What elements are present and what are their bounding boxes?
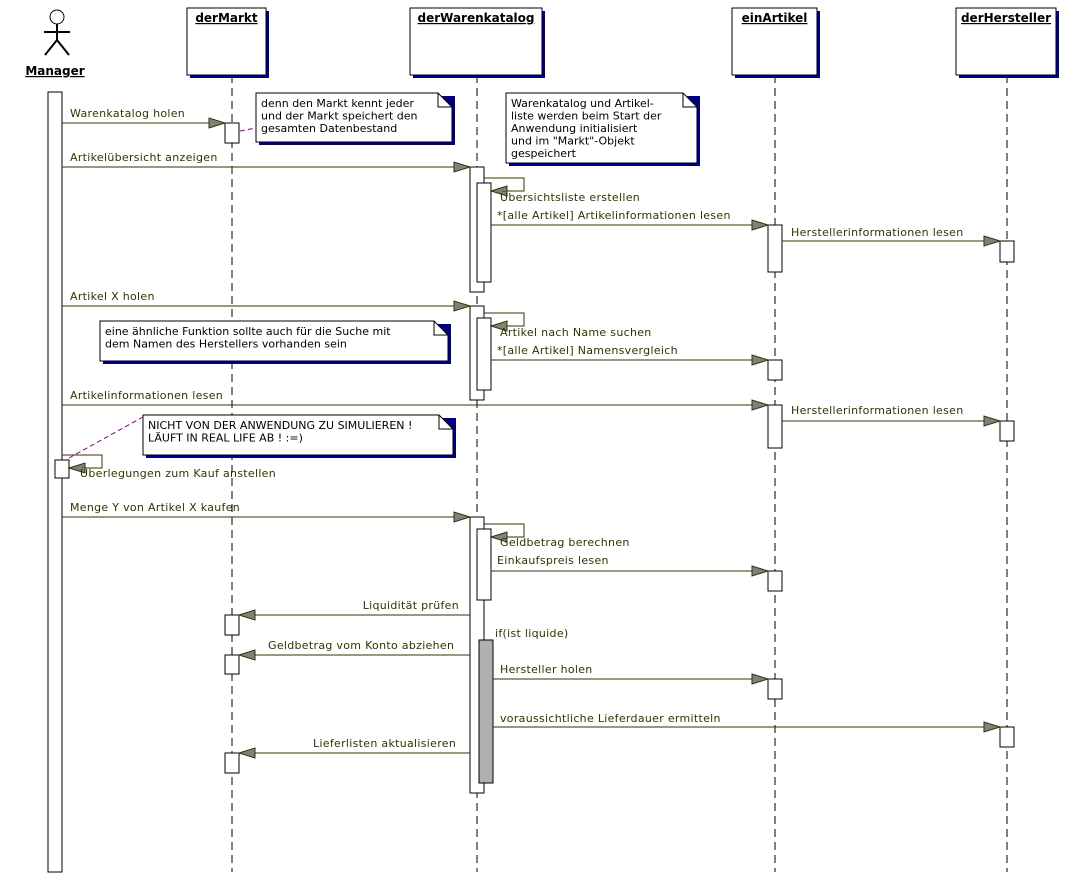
note-text: und der Markt speichert den bbox=[261, 110, 418, 123]
activation-bar bbox=[999, 240, 1015, 263]
arrowhead-icon bbox=[751, 399, 770, 411]
note-text: NICHT VON DER ANWENDUNG ZU SIMULIEREN ! bbox=[148, 419, 412, 432]
activation-bar bbox=[476, 528, 492, 601]
actor-head-icon bbox=[49, 9, 65, 25]
note-box bbox=[142, 414, 454, 456]
actor-label: Manager bbox=[25, 64, 84, 78]
note-fold-icon bbox=[682, 93, 697, 108]
note-text: liste werden beim Start der bbox=[511, 110, 662, 123]
arrowhead-icon bbox=[489, 320, 508, 332]
message-label: Artikelübersicht anzeigen bbox=[70, 151, 218, 164]
arrowhead-icon bbox=[983, 415, 1002, 427]
message-label: Geldbetrag berechnen bbox=[500, 536, 630, 549]
object-label: derHersteller bbox=[961, 11, 1051, 25]
note-fold-icon bbox=[437, 93, 452, 108]
note-text: dem Namen des Herstellers vorhanden sein bbox=[105, 338, 347, 351]
note-text: gesamten Datenbestand bbox=[261, 122, 397, 135]
arrowhead-icon bbox=[489, 185, 508, 197]
activation-bar bbox=[476, 317, 492, 391]
activation-bar bbox=[224, 752, 240, 774]
arrowhead-icon bbox=[67, 462, 86, 474]
object-box-derHersteller bbox=[955, 7, 1057, 76]
message-label: Menge Y von Artikel X kaufen bbox=[70, 501, 240, 514]
note-text: denn den Markt kennt jeder bbox=[261, 97, 414, 110]
message-label: Liquidität prüfen bbox=[363, 599, 459, 612]
note-text: LÄUFT IN REAL LIFE AB ! :=) bbox=[148, 432, 303, 445]
note-text: gespeichert bbox=[511, 147, 577, 160]
arrowhead-icon bbox=[751, 219, 770, 231]
object-box-derWarenkatalog bbox=[409, 7, 543, 76]
arrowhead-icon bbox=[489, 531, 508, 543]
note-text: eine ähnliche Funktion sollte auch für d… bbox=[105, 325, 391, 338]
activation-bar bbox=[54, 459, 70, 479]
activation-bar bbox=[224, 614, 240, 636]
message-label: *[alle Artikel] Artikelinformationen les… bbox=[497, 209, 731, 222]
arrowhead-icon bbox=[453, 511, 472, 523]
message-label: Artikel X holen bbox=[70, 290, 155, 303]
arrowhead-icon bbox=[237, 649, 256, 661]
object-label: derMarkt bbox=[195, 11, 258, 25]
message-label: Lieferlisten aktualisieren bbox=[313, 737, 456, 750]
activation-bar bbox=[999, 726, 1015, 748]
activation-bar bbox=[476, 182, 492, 283]
object-box-einArtikel bbox=[731, 7, 818, 76]
message-label: *[alle Artikel] Namensvergleich bbox=[497, 344, 678, 357]
activation-bar bbox=[767, 404, 783, 449]
activation-bar bbox=[224, 654, 240, 675]
activation-bar bbox=[767, 224, 783, 273]
message-label: Artikel nach Name suchen bbox=[500, 326, 652, 339]
note-text: und im "Markt"-Objekt bbox=[511, 135, 635, 148]
guard-label: if(ist liquide) bbox=[495, 627, 568, 640]
note-text: Anwendung initialisiert bbox=[511, 122, 638, 135]
activation-bar bbox=[224, 122, 240, 144]
note-link bbox=[68, 416, 144, 459]
note-fold-icon bbox=[433, 321, 448, 336]
note-link bbox=[239, 127, 257, 132]
message-label: Hersteller holen bbox=[500, 663, 593, 676]
note-fold-icon bbox=[438, 415, 453, 430]
arrowhead-icon bbox=[237, 609, 256, 621]
activation-bar bbox=[767, 570, 783, 592]
arrowhead-icon bbox=[983, 721, 1002, 733]
message-label: Herstellerinformationen lesen bbox=[791, 226, 964, 239]
message-label: Einkaufspreis lesen bbox=[497, 554, 609, 567]
note-box bbox=[255, 92, 453, 143]
message-label: Übersichtsliste erstellen bbox=[500, 191, 640, 204]
actor-body-icon bbox=[44, 24, 70, 56]
activation-bar bbox=[47, 91, 63, 873]
arrowhead-icon bbox=[453, 300, 472, 312]
activation-bar bbox=[999, 420, 1015, 442]
object-box-derMarkt bbox=[186, 7, 267, 76]
arrowhead-icon bbox=[237, 747, 256, 759]
arrowhead-icon bbox=[983, 235, 1002, 247]
note-text: Warenkatalog und Artikel- bbox=[511, 97, 654, 110]
object-label: einArtikel bbox=[742, 11, 808, 25]
message-label: Herstellerinformationen lesen bbox=[791, 404, 964, 417]
guard-activation-bar bbox=[478, 639, 494, 784]
activation-bar bbox=[767, 678, 783, 700]
note-box bbox=[505, 92, 698, 164]
activation-bar bbox=[767, 359, 783, 381]
arrowhead-icon bbox=[208, 117, 227, 129]
arrowhead-icon bbox=[751, 565, 770, 577]
message-label: Warenkatalog holen bbox=[70, 107, 185, 120]
object-label: derWarenkatalog bbox=[417, 11, 534, 25]
note-box bbox=[99, 320, 449, 362]
arrowhead-icon bbox=[453, 161, 472, 173]
message-label: Artikelinformationen lesen bbox=[70, 389, 223, 402]
message-label: Geldbetrag vom Konto abziehen bbox=[268, 639, 454, 652]
message-label: Überlegungen zum Kauf anstellen bbox=[80, 467, 276, 480]
arrowhead-icon bbox=[751, 673, 770, 685]
message-label: voraussichtliche Lieferdauer ermitteln bbox=[500, 712, 721, 725]
arrowhead-icon bbox=[751, 354, 770, 366]
